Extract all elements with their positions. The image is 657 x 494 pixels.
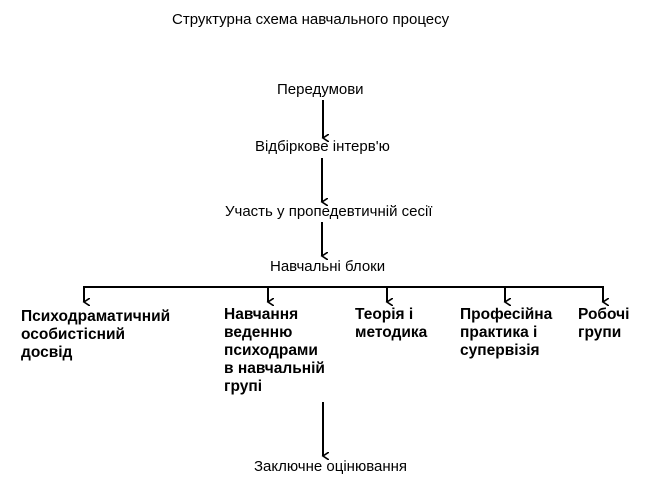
branch-working-groups: Робочі групи — [578, 306, 629, 342]
branch-label-line: групи — [578, 324, 622, 341]
branch-label-line: Професійна — [460, 306, 553, 323]
branch-label-line: супервізія — [460, 342, 540, 359]
branch-label-line: Навчання — [224, 306, 299, 323]
branch-psychodramatic-experience: Психодраматичний особистісний досвід — [21, 308, 170, 362]
branch-label-line: групі — [224, 378, 263, 395]
branch-label-line: практика і — [460, 324, 538, 341]
node-propaedeutic-session: Участь у пропедевтичній сесії — [225, 203, 433, 220]
branch-label-line: психодрами — [224, 342, 318, 359]
branch-leading-training: Навчання веденню психодрами в навчальній… — [224, 306, 325, 396]
branch-label-line: веденню — [224, 324, 293, 341]
branch-professional-practice: Професійна практика і супервізія — [460, 306, 552, 360]
diagram-title: Структурна схема навчального процесу — [172, 11, 450, 28]
node-prerequisites: Передумови — [277, 81, 364, 98]
node-training-blocks: Навчальні блоки — [270, 258, 386, 275]
branch-label-line: Психодраматичний — [21, 308, 171, 325]
node-final-assessment: Заключне оцінювання — [254, 458, 408, 475]
branch-label-line: особистісний — [21, 326, 126, 343]
branch-label-line: досвід — [21, 344, 73, 361]
node-interview: Відбіркове інтерв'ю — [255, 138, 390, 155]
branch-label-line: в навчальній — [224, 360, 325, 377]
branch-label-line: методика — [355, 324, 428, 341]
branch-label-line: Робочі — [578, 306, 630, 323]
branch-label-line: Теорія і — [355, 306, 414, 323]
branch-theory-methodology: Теорія і методика — [355, 306, 427, 342]
